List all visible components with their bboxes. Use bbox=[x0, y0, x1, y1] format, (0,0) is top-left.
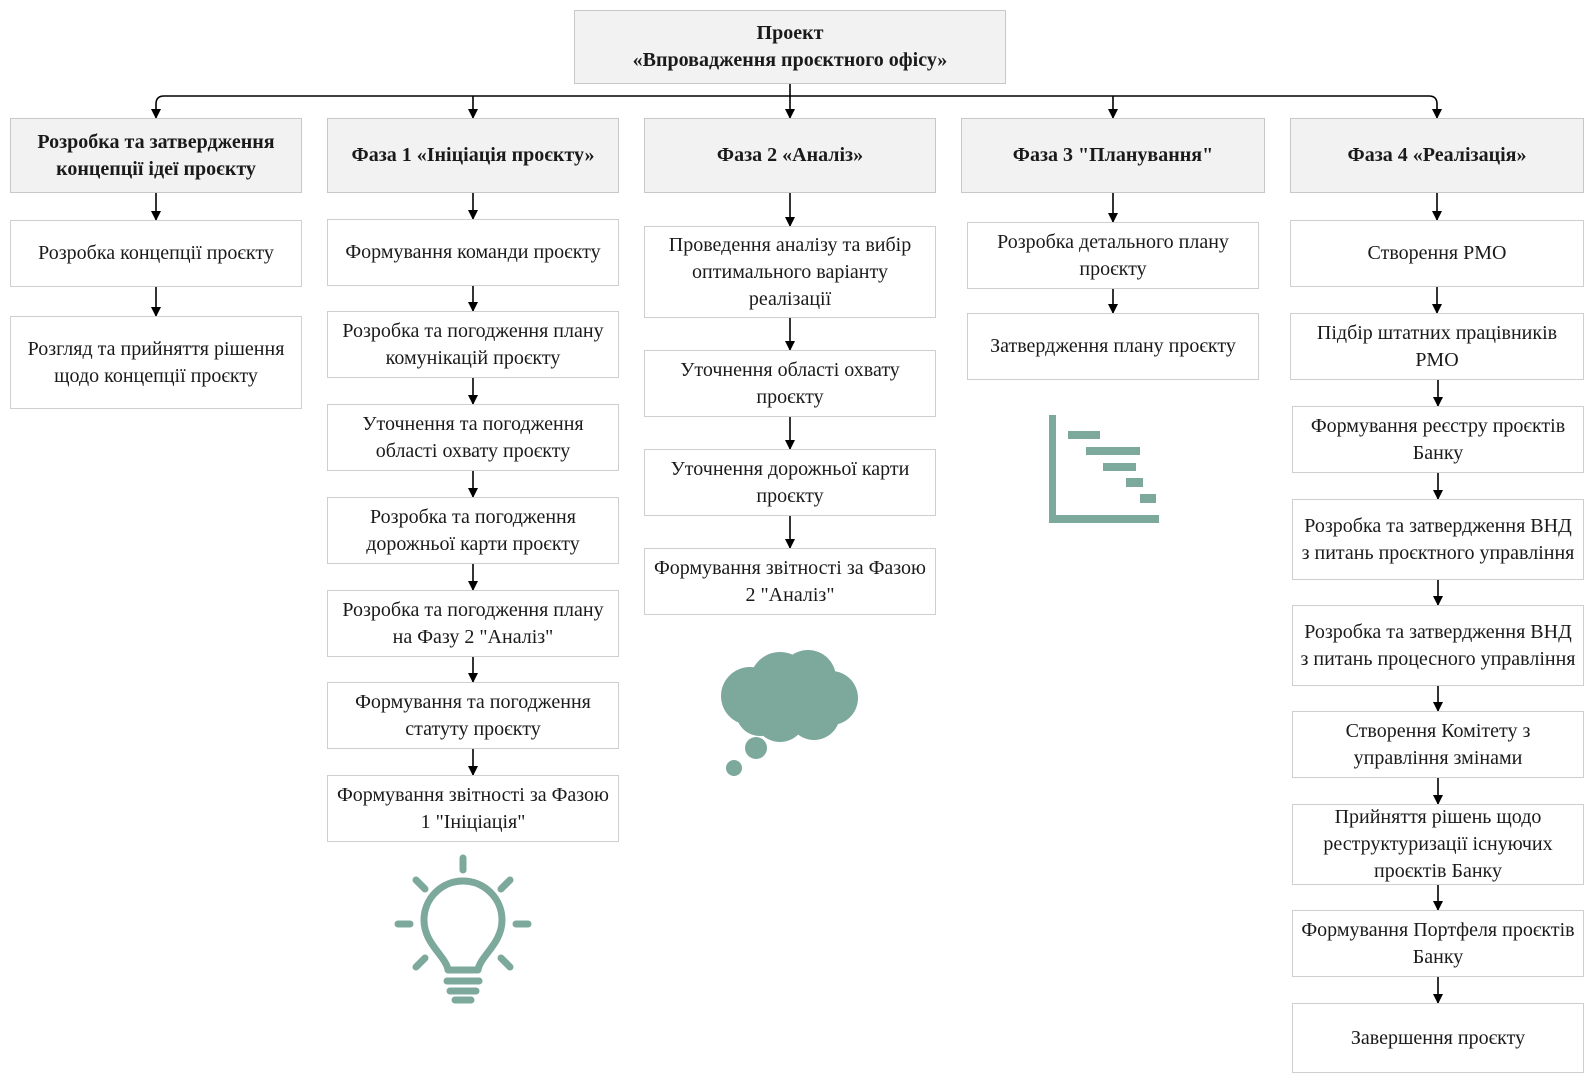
task-phase1-6: Формування та погодження статуту проєкту bbox=[327, 682, 619, 749]
task-concept-2: Розгляд та прийняття рішення щодо концеп… bbox=[10, 316, 302, 409]
root-title-line1: Проект bbox=[756, 22, 824, 44]
column-header-phase3: Фаза 3 "Планування" bbox=[961, 118, 1265, 193]
task-phase4-7: Прийняття рішень щодо реструктуризації і… bbox=[1292, 804, 1584, 885]
lightbulb-icon bbox=[394, 854, 532, 1004]
task-phase4-6: Створення Комітету з управління змінами bbox=[1292, 711, 1584, 778]
task-phase2-1: Проведення аналізу та вибір оптимального… bbox=[644, 226, 936, 318]
task-phase1-7: Формування звітності за Фазою 1 "Ініціац… bbox=[327, 775, 619, 842]
column-header-phase4: Фаза 4 «Реалізація» bbox=[1290, 118, 1584, 193]
task-phase3-1: Розробка детального плану проєкту bbox=[967, 222, 1259, 289]
task-phase4-3: Формування реєстру проєктів Банку bbox=[1292, 406, 1584, 473]
task-phase1-1: Формування команди проєкту bbox=[327, 219, 619, 286]
task-concept-1: Розробка концепції проєкту bbox=[10, 220, 302, 287]
column-header-concept: Розробка та затвердження концепції ідеї … bbox=[10, 118, 302, 193]
task-phase2-4: Формування звітності за Фазою 2 "Аналіз" bbox=[644, 548, 936, 615]
column-header-phase2: Фаза 2 «Аналіз» bbox=[644, 118, 936, 193]
task-phase4-8: Формування Портфеля проєктів Банку bbox=[1292, 910, 1584, 977]
task-phase4-2: Підбір штатних працівників PMO bbox=[1290, 313, 1584, 380]
thought-cloud-icon bbox=[721, 650, 858, 776]
gantt-chart-icon bbox=[1049, 415, 1159, 523]
task-phase2-2: Уточнення області охвату проєкту bbox=[644, 350, 936, 417]
task-phase3-2: Затвердження плану проєкту bbox=[967, 313, 1259, 380]
task-phase1-3: Уточнення та погодження області охвату п… bbox=[327, 404, 619, 471]
task-phase4-5: Розробка та затвердження ВНД з питань пр… bbox=[1292, 605, 1584, 686]
task-phase4-1: Створення PMO bbox=[1290, 220, 1584, 287]
task-phase4-9: Завершення проєкту bbox=[1292, 1003, 1584, 1073]
connector-bus-left-corner bbox=[155, 95, 165, 105]
column-header-phase1: Фаза 1 «Ініціація проєкту» bbox=[327, 118, 619, 193]
task-phase1-2: Розробка та погодження плану комунікацій… bbox=[327, 311, 619, 378]
task-phase2-3: Уточнення дорожньої карти проєкту bbox=[644, 449, 936, 516]
task-phase1-5: Розробка та погодження плану на Фазу 2 "… bbox=[327, 590, 619, 657]
root-project-box: Проект «Впровадження проєктного офісу» bbox=[574, 10, 1006, 84]
root-title-line2: «Впровадження проєктного офісу» bbox=[632, 49, 948, 71]
task-phase1-4: Розробка та погодження дорожньої карти п… bbox=[327, 497, 619, 564]
task-phase4-4: Розробка та затвердження ВНД з питань пр… bbox=[1292, 499, 1584, 580]
connector-bus-right-corner bbox=[1428, 95, 1438, 105]
